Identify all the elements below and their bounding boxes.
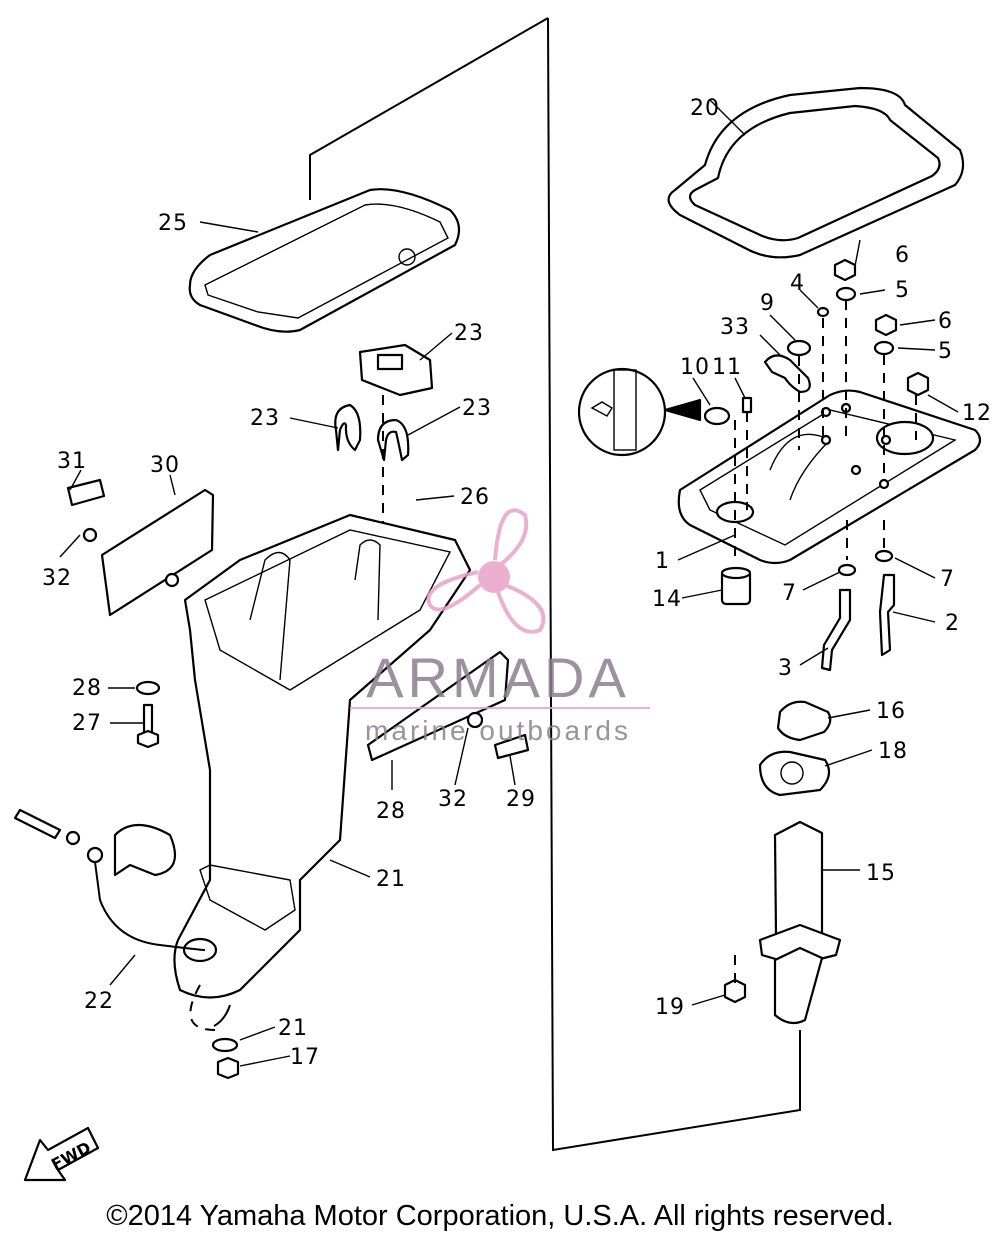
ground-wire-part <box>13 808 240 1080</box>
watermark-brand: ARMADA <box>366 646 630 709</box>
callout-32a: 32 <box>42 566 72 591</box>
armada-watermark: ARMADA marine outboards <box>350 508 650 746</box>
callout-23b: 23 <box>462 396 492 421</box>
lower-plate-part <box>366 650 530 762</box>
small-parts-right <box>703 258 930 606</box>
callout-24: 25 <box>158 211 188 236</box>
callout-31: 31 <box>57 449 87 474</box>
divider-line <box>309 17 801 1152</box>
callout-21: 21 <box>278 1016 308 1041</box>
callout-1: 1 <box>655 549 670 574</box>
watermark-tagline: marine outboards <box>365 715 631 746</box>
lower-right-parts <box>723 700 842 1025</box>
bolts-left <box>135 680 161 749</box>
mounting-plate-part <box>677 389 982 565</box>
callout-26: 27 <box>72 711 102 736</box>
leader-dash-lines-right <box>734 300 917 560</box>
callout-7a: 7 <box>782 581 797 606</box>
callout-27: 28 <box>72 676 102 701</box>
propeller-logo <box>426 508 546 634</box>
callout-19: 22 <box>84 989 114 1014</box>
callout-4: 4 <box>790 271 805 296</box>
callout-6b: 6 <box>938 309 953 334</box>
callout-5b: 5 <box>938 339 953 364</box>
callout-11: 12 <box>962 401 992 426</box>
upper-casing-part <box>173 513 472 1031</box>
callout-32b: 32 <box>438 787 468 812</box>
callout-6a: 6 <box>895 243 910 268</box>
callout-28: 28 <box>376 799 406 824</box>
gasket-part <box>763 354 811 394</box>
callout-29: 29 <box>506 787 536 812</box>
callout-9: 10 <box>680 355 710 380</box>
callout-17: 18 <box>878 739 908 764</box>
inset-detail <box>577 367 702 457</box>
callout-25: 26 <box>460 485 490 510</box>
callout-22: 23 <box>454 321 484 346</box>
callout-33: 33 <box>720 315 750 340</box>
upper-gasket-part <box>188 188 461 333</box>
callout-10: 11 <box>712 355 742 380</box>
u-clip-parts <box>334 395 410 560</box>
callout-12: 14 <box>652 587 682 612</box>
callout-18: 21 <box>376 867 406 892</box>
callout-labels: 20 25 6 4 5 9 6 23 33 5 10 11 12 23 23 3… <box>42 96 992 1070</box>
callout-14: 15 <box>866 861 896 886</box>
leader-lines <box>59 99 959 1067</box>
callout-30: 30 <box>150 453 180 478</box>
callout-5a: 5 <box>895 278 910 303</box>
callout-20: 17 <box>290 1045 320 1070</box>
rubber-seal-part <box>667 86 965 259</box>
bracket-parts <box>820 573 896 672</box>
callout-2: 2 <box>945 611 960 636</box>
callout-23a: 23 <box>250 406 280 431</box>
top-bracket-part <box>358 343 434 397</box>
side-plate-part <box>66 478 215 617</box>
fwd-arrow-icon: FWD <box>23 1126 100 1182</box>
callout-16: 19 <box>655 995 685 1020</box>
callout-7b: 7 <box>940 567 955 592</box>
callout-3: 3 <box>778 656 793 681</box>
callout-13: 20 <box>690 96 720 121</box>
copyright-notice: ©2014 Yamaha Motor Corporation, U.S.A. A… <box>106 1200 894 1232</box>
callout-15: 16 <box>876 699 906 724</box>
callout-8: 9 <box>760 291 775 316</box>
